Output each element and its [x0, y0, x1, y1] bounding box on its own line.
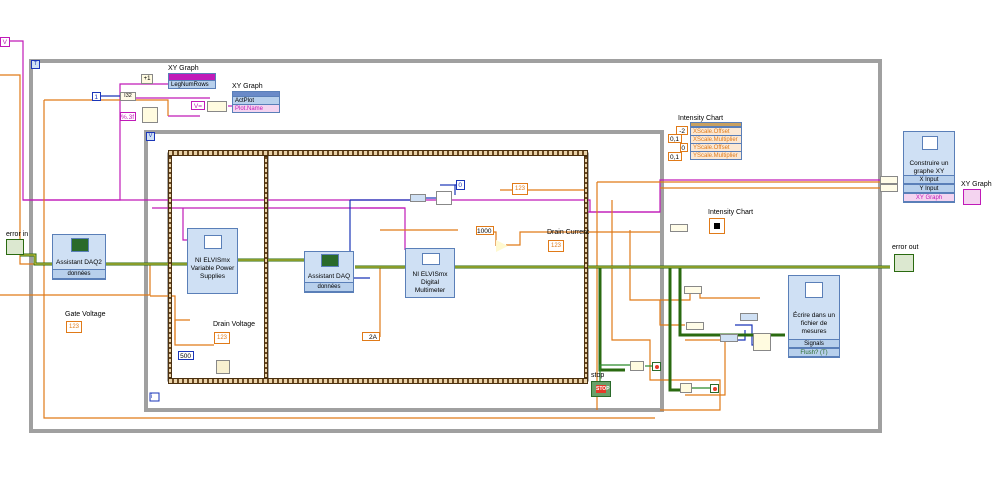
error-in-terminal[interactable]	[6, 239, 24, 255]
sequence-top-strip	[168, 150, 588, 156]
stop-button[interactable]: STOP	[591, 381, 611, 397]
add-one-node[interactable]: +1	[141, 74, 153, 84]
build-array-x[interactable]	[880, 176, 898, 184]
pink-wires	[8, 40, 880, 250]
loop-condition-terminal[interactable]	[652, 362, 661, 371]
power-supply-icon	[204, 235, 222, 249]
outer-case-selector-text: T	[33, 61, 38, 67]
drain-current-label: Drain Current	[547, 229, 590, 236]
error-out-label: error out	[892, 244, 919, 251]
xy-graph-top-prop[interactable]: LegNumRows	[168, 80, 216, 89]
gate-voltage-indicator[interactable]: 123	[66, 321, 82, 333]
daq-assistant-icon	[321, 254, 339, 267]
xy-graph-out-label: XY Graph	[961, 181, 992, 188]
index-constant[interactable]: 0	[456, 180, 465, 190]
drain-voltage-label: Drain Voltage	[213, 321, 256, 328]
intensity-chart-term-label: Intensity Chart	[708, 209, 754, 216]
loop-iteration-terminal: i	[151, 394, 153, 400]
range-2a-constant[interactable]: 2A	[362, 332, 380, 341]
convert-dynamic-node-2[interactable]	[720, 334, 738, 342]
build-array-node-2[interactable]	[684, 286, 702, 294]
xy-graph-out-terminal[interactable]	[963, 189, 981, 205]
daq-output[interactable]: données	[304, 282, 354, 292]
gate-voltage-label: Gate Voltage	[65, 311, 106, 318]
daq-title: Assistant DAQ	[307, 273, 351, 280]
write-file-icon	[805, 282, 823, 298]
unbundle-node[interactable]	[410, 194, 426, 202]
elvis-power-title: NI ELVISmx Variable Power Supplies	[190, 257, 235, 280]
or-node-2[interactable]	[680, 383, 692, 393]
construct-xy-graph-output[interactable]: XY Graph	[903, 193, 955, 202]
sequence-divider	[264, 156, 268, 378]
construct-x-input[interactable]: X Input	[903, 175, 955, 184]
intensity-chart-terminal[interactable]	[709, 218, 725, 234]
convert-dynamic-node-1[interactable]	[740, 313, 758, 321]
format-value-node[interactable]	[142, 107, 158, 123]
error-in-label: error in	[6, 231, 29, 238]
i32-one-constant[interactable]: 1	[92, 92, 101, 101]
daq-assistant[interactable]: Assistant DAQ données	[304, 251, 354, 293]
multiply-node[interactable]	[496, 240, 508, 252]
yscale-mult-constant[interactable]: 0,1	[668, 152, 682, 161]
write-file-signals-input[interactable]: Signals	[788, 339, 840, 348]
pink-control-terminal[interactable]: V	[0, 37, 10, 47]
outer-stop-terminal[interactable]	[710, 384, 719, 393]
yscale-offset-constant[interactable]: 0	[680, 143, 688, 152]
merge-signals-node[interactable]	[753, 333, 771, 351]
yscale-multiplier-prop[interactable]: YScale.Multiplier	[690, 151, 742, 160]
intensity-chart-prop-header	[690, 122, 742, 127]
array-index-node[interactable]	[436, 191, 452, 205]
chart-icon	[714, 223, 720, 229]
daq-assistant-2[interactable]: Assistant DAQ2 données	[52, 234, 106, 280]
xscale-mult-constant[interactable]: 0,1	[668, 134, 682, 143]
daq2-title: Assistant DAQ2	[56, 259, 102, 266]
drain-voltage-indicator[interactable]: 123	[214, 332, 230, 344]
wait-ms-node[interactable]	[216, 360, 230, 374]
build-array-y[interactable]	[880, 184, 898, 192]
or-node[interactable]	[630, 361, 644, 371]
elvis-dmm-title: NI ELVISmx Digital Multimeter	[412, 271, 448, 294]
pink-terminal-label: V	[2, 39, 7, 46]
inner-case-selector-text: V	[148, 133, 153, 139]
concat-strings-node[interactable]	[207, 101, 227, 112]
dmm-icon	[422, 253, 440, 265]
outer-stop-icon	[713, 387, 717, 391]
intensity-chart-prop-label: Intensity Chart	[678, 115, 724, 122]
inner-case-selector[interactable]: V	[146, 132, 155, 141]
elvis-power-supplies-vi[interactable]: NI ELVISmx Variable Power Supplies	[187, 228, 238, 294]
build-array-node-3[interactable]	[686, 322, 704, 330]
xy-graph-express-icon	[922, 136, 938, 150]
sequence-left-strip	[168, 156, 172, 378]
sequence-bottom-strip	[168, 378, 588, 384]
error-wire-core	[20, 254, 890, 268]
write-file-title: Écrire dans un fichier de mesures	[793, 312, 835, 335]
elvis-dmm-vi[interactable]: NI ELVISmx Digital Multimeter	[405, 248, 455, 298]
i32-convert-node[interactable]: I32	[120, 92, 136, 101]
v-equals-constant[interactable]: V=	[191, 101, 205, 110]
daq-icon	[71, 238, 89, 252]
stop-condition-icon	[655, 365, 659, 369]
construct-xy-title: Construire un graphe XY	[909, 160, 949, 175]
outer-case-selector[interactable]: T	[31, 60, 40, 69]
daq2-output[interactable]: données	[52, 269, 106, 279]
mult-1000-constant[interactable]: 1000	[476, 226, 494, 235]
wait-500-constant[interactable]: 500	[178, 351, 194, 360]
write-file-flush-input[interactable]: Flush? (T)	[788, 348, 840, 357]
current-indicator-top[interactable]: 123	[512, 183, 528, 195]
stop-button-text: STOP	[596, 385, 610, 393]
format-string-constant[interactable]: %.3f	[120, 112, 136, 121]
xy-graph-2-label: XY Graph	[232, 83, 263, 90]
build-array-node-1[interactable]	[670, 224, 688, 232]
sequence-right-strip	[584, 156, 588, 378]
xy-graph-top-label: XY Graph	[168, 65, 199, 72]
construct-y-input[interactable]: Y Input	[903, 184, 955, 193]
drain-current-indicator[interactable]: 123	[548, 240, 564, 252]
error-out-terminal[interactable]	[894, 254, 914, 272]
orange-wires	[0, 74, 880, 419]
xy-graph-2-plotname[interactable]: Plot.Name	[232, 104, 280, 113]
outer-structure-frame	[29, 59, 882, 433]
while-loop-frame	[144, 130, 664, 412]
stop-label: stop	[591, 372, 605, 379]
xscale-offset-constant[interactable]: -2	[676, 126, 688, 135]
